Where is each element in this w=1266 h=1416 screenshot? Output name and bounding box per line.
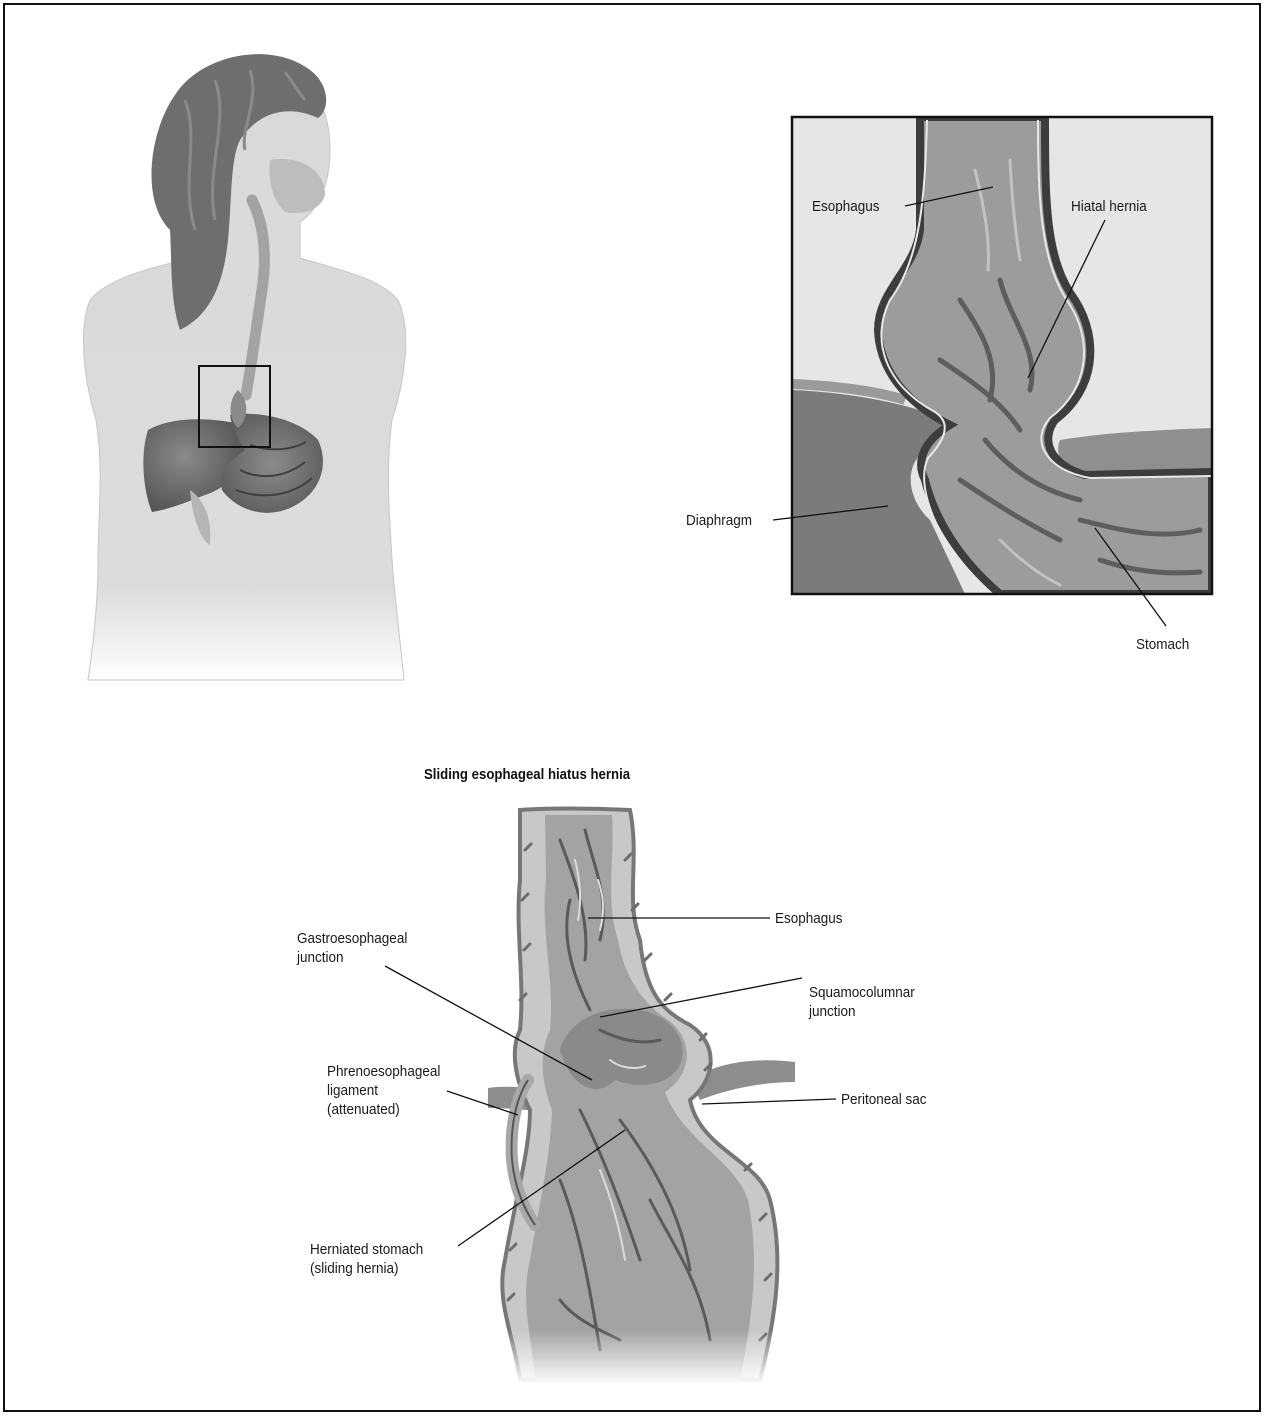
label-esophagus-lower: Esophagus [775, 909, 843, 928]
label-peritoneal-sac: Peritoneal sac [841, 1090, 927, 1109]
label-diaphragm: Diaphragm [686, 511, 752, 530]
leader-peritoneal-sac [702, 1099, 836, 1104]
label-gastroesophageal-junction: Gastroesophageal junction [297, 929, 407, 967]
diagram-title: Sliding esophageal hiatus hernia [424, 766, 630, 783]
sliding-hernia-illustration [385, 809, 836, 1386]
label-stomach: Stomach [1136, 635, 1189, 654]
label-hiatal-hernia: Hiatal hernia [1071, 197, 1147, 216]
label-squamocolumnar-junction: Squamocolumnar junction [809, 983, 915, 1021]
bottom-fade [480, 1330, 800, 1385]
esophagus-body [526, 815, 754, 1380]
label-esophagus-inset: Esophagus [812, 197, 880, 216]
label-herniated-stomach: Herniated stomach (sliding hernia) [310, 1240, 423, 1278]
hiatal-hernia-inset [773, 117, 1212, 626]
female-torso-figure [83, 54, 405, 680]
label-phrenoesophageal-ligament: Phrenoesophageal ligament (attenuated) [327, 1062, 440, 1119]
